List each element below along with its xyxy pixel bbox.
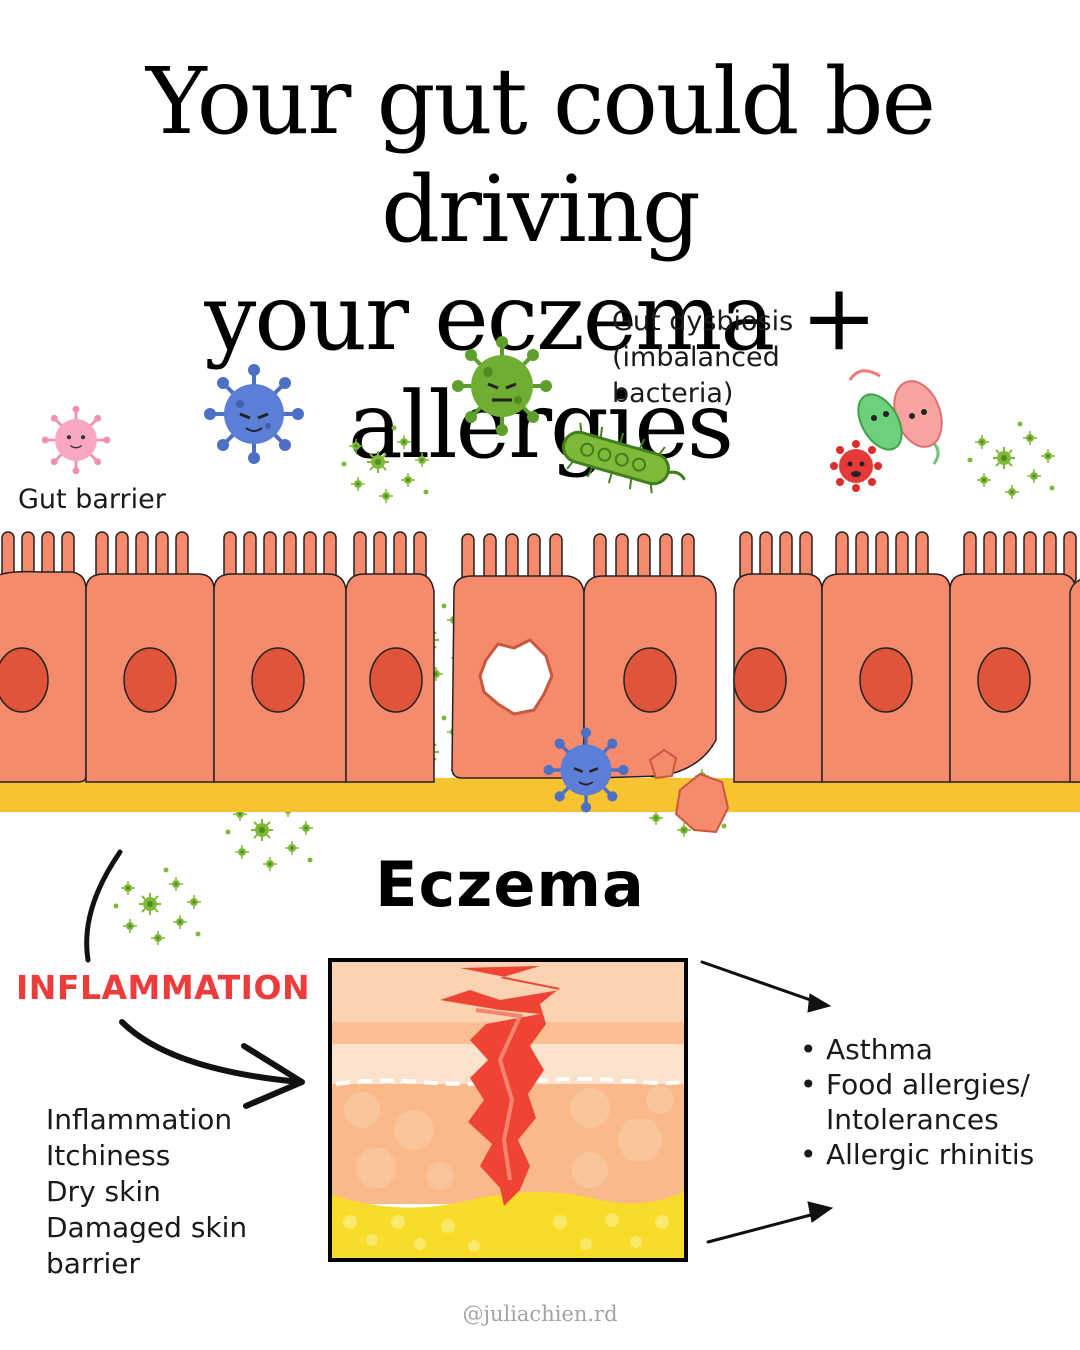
eczema-heading: Eczema bbox=[375, 848, 645, 921]
list-item: Damaged skin bbox=[46, 1211, 248, 1244]
list-item: Inflammation bbox=[46, 1103, 233, 1136]
list-item: Asthma bbox=[800, 1032, 1034, 1067]
list-item: Allergic rhinitis bbox=[800, 1137, 1034, 1172]
page-title: Your gut could be driving your eczema + … bbox=[0, 48, 1080, 480]
conditions-list: Asthma Food allergies/ Intolerances Alle… bbox=[800, 1032, 1034, 1172]
list-item: Dry skin bbox=[46, 1175, 161, 1208]
virus-blue-icon bbox=[543, 727, 629, 813]
gut-barrier-label: Gut barrier bbox=[18, 484, 166, 515]
gut-dysbiosis-line-2: (imbalanced bbox=[612, 342, 780, 373]
author-credit: @juliachien.rd bbox=[462, 1302, 618, 1326]
gut-barrier-cells bbox=[0, 531, 1080, 834]
bacteria-cluster-icon bbox=[830, 369, 943, 492]
virus-blue-icon bbox=[204, 364, 304, 464]
list-item: barrier bbox=[46, 1247, 140, 1280]
bacteria-rod-icon bbox=[562, 422, 686, 494]
gut-dysbiosis-line-3: bacteria) bbox=[612, 378, 734, 409]
virus-pink-icon bbox=[41, 405, 111, 475]
inflammation-label: INFLAMMATION bbox=[16, 968, 311, 1007]
title-line-1: Your gut could be driving bbox=[145, 48, 936, 263]
barrier-band bbox=[0, 778, 1080, 812]
symptoms-list: Inflammation Itchiness Dry skin Damaged … bbox=[46, 1102, 247, 1282]
virus-green-icon bbox=[452, 336, 552, 436]
list-item: Food allergies/ bbox=[800, 1067, 1034, 1102]
barrier-hole bbox=[478, 638, 554, 716]
arrow-icon bbox=[84, 849, 834, 1244]
skin-cross-section bbox=[328, 958, 688, 1262]
list-item: Itchiness bbox=[46, 1139, 171, 1172]
gut-dysbiosis-label: Gut dysbiosis (imbalanced bacteria) bbox=[612, 304, 793, 412]
list-item: Intolerances bbox=[826, 1103, 999, 1136]
gut-dysbiosis-line-1: Gut dysbiosis bbox=[612, 306, 794, 337]
title-line-2: your eczema + allergies bbox=[204, 264, 877, 479]
cell-fragment bbox=[674, 772, 730, 834]
